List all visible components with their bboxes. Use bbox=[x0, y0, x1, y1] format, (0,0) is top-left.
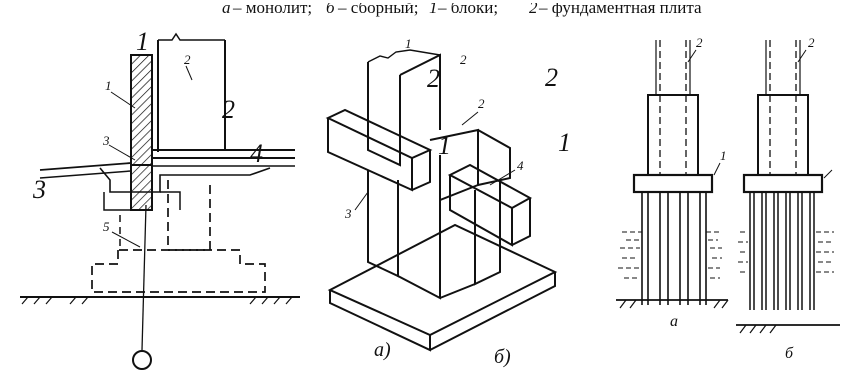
middle-beam-left-front bbox=[327, 118, 413, 192]
right-a-piles bbox=[641, 192, 707, 305]
right-a-leader-1 bbox=[713, 162, 721, 176]
left-column-break-top bbox=[158, 32, 225, 41]
middle-label-4: 4 bbox=[517, 158, 524, 173]
left-labels: 1 2 3 4 1 2 3 5 bbox=[32, 27, 263, 234]
left-pit-outline bbox=[99, 167, 271, 193]
middle-labels: 1 2 2 3 4 1 1 2 2 а) б) bbox=[344, 36, 571, 368]
left-dashed-foundation-base bbox=[91, 249, 266, 293]
middle-big-1-a: 1 bbox=[438, 131, 451, 160]
right-a-letter: а bbox=[670, 313, 678, 330]
right-b-leader-2 bbox=[797, 49, 807, 63]
middle-pedestal-front bbox=[397, 180, 441, 300]
right-a-label-2: 2 bbox=[696, 35, 703, 50]
right-a-ground-hatch bbox=[619, 299, 729, 309]
middle-big-2-a: 2 bbox=[427, 64, 440, 93]
right-b-label-2: 2 bbox=[808, 35, 815, 50]
left-big-label-4: 4 bbox=[250, 139, 263, 168]
right-a-leader-2 bbox=[687, 49, 697, 63]
left-label-1: 1 bbox=[105, 78, 112, 93]
left-plumb-line bbox=[141, 204, 147, 351]
right-b-water bbox=[738, 231, 834, 273]
figure-caption: а – монолит; б – сборный; 1 – блоки; 2 –… bbox=[0, 0, 845, 22]
middle-figure bbox=[325, 49, 558, 352]
left-label-5: 5 bbox=[103, 219, 110, 234]
middle-leader-3 bbox=[354, 191, 369, 211]
middle-leader-2 bbox=[461, 111, 479, 126]
caption-text-a: – монолит; bbox=[233, 0, 313, 17]
left-pit-side bbox=[103, 192, 130, 211]
right-a-pile-cap bbox=[632, 173, 714, 194]
left-leader-2 bbox=[185, 65, 193, 81]
middle-pedestal-left bbox=[367, 170, 399, 278]
left-ground-line-2 bbox=[39, 170, 132, 179]
middle-base-plate-side-right bbox=[429, 272, 556, 351]
left-big-label-2: 2 bbox=[222, 95, 235, 124]
left-leader-5 bbox=[111, 231, 141, 248]
middle-pedestal-right-2 bbox=[439, 283, 476, 299]
middle-leader-4 bbox=[489, 169, 516, 186]
left-dashed-foundation-upper bbox=[167, 180, 211, 251]
right-b-pile-cap bbox=[742, 173, 824, 194]
caption-text-2: – фундаментная плита bbox=[539, 0, 702, 17]
right-a-column bbox=[647, 94, 699, 176]
caption-mark-2: 2 bbox=[529, 0, 538, 17]
right-b-column bbox=[757, 94, 809, 176]
middle-big-2-b: 2 bbox=[545, 63, 558, 92]
middle-beam-left-end bbox=[411, 150, 431, 191]
caption-text-b: – сборный; bbox=[338, 0, 419, 17]
left-big-label-3: 3 bbox=[32, 175, 46, 204]
middle-sub-a: а) bbox=[374, 339, 391, 361]
caption-mark-a: а bbox=[222, 0, 231, 17]
left-leader-3 bbox=[108, 144, 136, 161]
middle-beam-left-top bbox=[325, 108, 433, 160]
middle-label-2-small: 2 bbox=[478, 96, 485, 111]
left-ground-hatch bbox=[21, 296, 293, 305]
left-beam-under bbox=[160, 191, 181, 210]
middle-label-3: 3 bbox=[344, 206, 352, 221]
right-figure-b bbox=[736, 40, 840, 334]
left-wall-hatched bbox=[130, 54, 153, 166]
right-labels: 2 1 а 2 б bbox=[670, 35, 815, 362]
middle-base-plate-side-left bbox=[329, 290, 431, 352]
cropped-top-edge bbox=[0, 0, 845, 3]
left-leader-1 bbox=[110, 91, 136, 109]
left-footing-hatched bbox=[130, 164, 153, 211]
right-b-ground-hatch bbox=[739, 324, 777, 334]
middle-label-1-small: 1 bbox=[405, 36, 412, 51]
caption-text-1: – блоки; bbox=[438, 0, 499, 17]
right-figure-a bbox=[616, 40, 729, 309]
right-b-piles bbox=[749, 192, 815, 310]
right-b-leader-1 bbox=[823, 169, 833, 179]
middle-big-1-b: 1 bbox=[558, 128, 571, 157]
middle-sub-b: б) bbox=[494, 346, 511, 368]
left-figure bbox=[20, 32, 300, 370]
middle-column-top-break bbox=[367, 49, 441, 63]
right-a-label-1: 1 bbox=[720, 148, 727, 163]
left-big-label-1: 1 bbox=[136, 27, 149, 56]
middle-beam-right-front bbox=[449, 175, 513, 247]
left-label-3: 3 bbox=[102, 133, 110, 148]
middle-pedestal-right bbox=[474, 180, 501, 286]
middle-label-2-small-top: 2 bbox=[460, 52, 467, 67]
caption-mark-1: 1 bbox=[429, 0, 438, 17]
right-a-water bbox=[618, 231, 722, 279]
left-label-2: 2 bbox=[184, 52, 191, 67]
middle-rear-block-2 bbox=[477, 129, 511, 186]
left-ground-line bbox=[39, 162, 132, 171]
right-b-letter: б bbox=[785, 345, 794, 362]
left-plumb-bob bbox=[132, 350, 152, 370]
caption-mark-b: б bbox=[326, 0, 335, 17]
middle-column-front bbox=[367, 62, 401, 167]
middle-beam-right-end bbox=[511, 198, 531, 246]
